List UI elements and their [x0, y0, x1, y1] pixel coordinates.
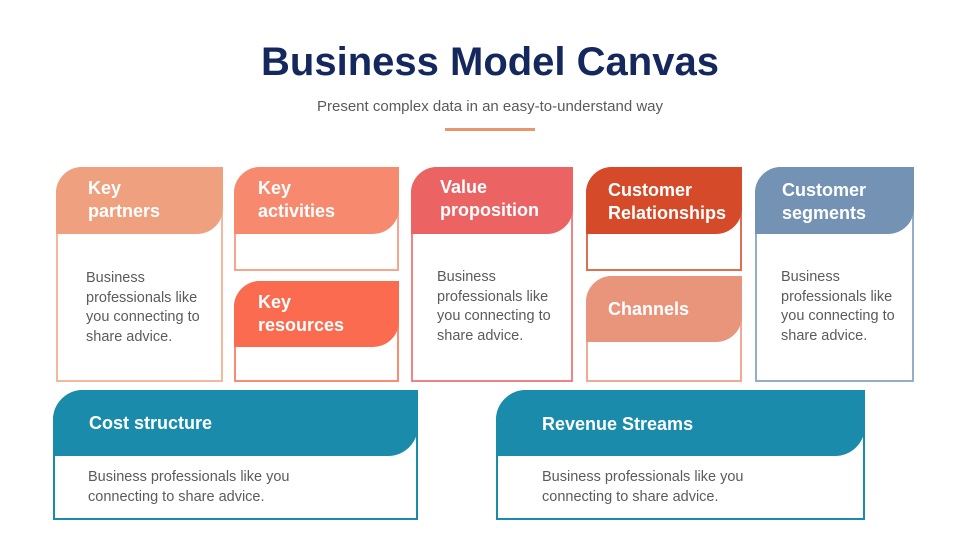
- card-value-proposition: Value proposition Business professionals…: [411, 167, 573, 382]
- card-cost-structure-title: Cost structure: [89, 413, 213, 433]
- card-customer-relationships-header: Customer Relationships: [586, 167, 742, 234]
- card-revenue-streams-header: Revenue Streams: [496, 390, 865, 456]
- card-value-proposition-header: Value proposition: [411, 167, 573, 234]
- card-channels-header: Channels: [586, 276, 742, 342]
- card-cost-structure: Cost structure Business professionals li…: [53, 390, 418, 520]
- page-subtitle: Present complex data in an easy-to-under…: [316, 98, 664, 115]
- card-customer-relationships: Customer Relationships: [586, 167, 742, 271]
- card-key-resources: Key resources: [234, 281, 399, 382]
- card-key-partners-text: Business professionals like you connecti…: [86, 270, 200, 345]
- card-customer-segments-text: Business professionals like you connecti…: [781, 269, 895, 344]
- card-key-partners-header: Key partners: [56, 167, 223, 234]
- card-customer-segments: Customer segments Business professionals…: [755, 167, 914, 382]
- card-customer-relationships-title-line1: Customer: [608, 180, 693, 200]
- card-key-activities-header: Key activities: [234, 167, 399, 234]
- card-cost-structure-text: Business professionals like you connecti…: [88, 469, 290, 505]
- card-revenue-streams: Revenue Streams Business professionals l…: [496, 390, 865, 520]
- card-revenue-streams-text: Business professionals like you connecti…: [542, 469, 744, 505]
- card-key-resources-header: Key resources: [234, 281, 399, 347]
- card-customer-relationships-title-line2: Relationships: [608, 203, 727, 223]
- page-title: Business Model Canvas: [261, 40, 719, 84]
- card-cost-structure-header: Cost structure: [53, 390, 418, 456]
- card-key-partners-title-line2: partners: [88, 201, 161, 221]
- card-key-partners-title-line1: Key: [88, 178, 122, 198]
- card-customer-segments-title-line1: Customer: [782, 180, 867, 200]
- card-customer-segments-title-line2: segments: [782, 203, 867, 223]
- card-value-proposition-text: Business professionals like you connecti…: [437, 269, 551, 344]
- title-divider: [445, 128, 535, 131]
- card-key-activities-title-line2: activities: [258, 201, 336, 221]
- card-customer-segments-header: Customer segments: [755, 167, 914, 234]
- card-key-resources-title-line1: Key: [258, 292, 292, 312]
- card-channels: Channels: [586, 276, 742, 382]
- card-channels-title: Channels: [608, 299, 690, 319]
- card-key-resources-title-line2: resources: [258, 315, 345, 335]
- card-value-proposition-title-line2: proposition: [440, 200, 539, 220]
- card-key-partners: Key partners Business professionals like…: [56, 167, 223, 382]
- card-key-activities: Key activities: [234, 167, 399, 271]
- card-key-activities-title-line1: Key: [258, 178, 292, 198]
- card-revenue-streams-title: Revenue Streams: [542, 414, 694, 434]
- card-value-proposition-title-line1: Value: [440, 177, 488, 197]
